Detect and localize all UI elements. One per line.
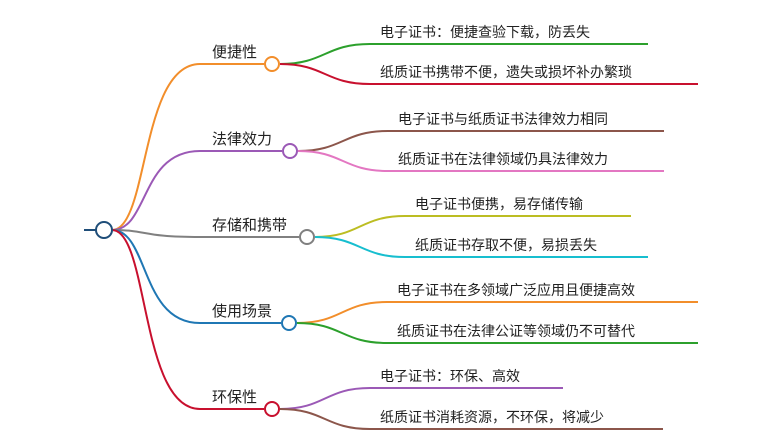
branch-edge xyxy=(111,229,264,410)
branch-node[interactable] xyxy=(264,401,280,417)
edges-layer xyxy=(84,43,698,430)
branch-label: 法律效力 xyxy=(212,130,272,148)
leaf-edge xyxy=(279,387,563,410)
labels-layer: 便捷性 电子证书：便捷查验下载，防丢失纸质证书携带不便，遗失或损坏补办繁琐法律效力… xyxy=(212,25,635,426)
leaf-label: 纸质证书携带不便，遗失或损坏补办繁琐 xyxy=(380,64,632,81)
branch-edge xyxy=(111,229,281,324)
leaf-edge xyxy=(296,322,698,344)
leaf-edge xyxy=(314,236,648,258)
branch-node[interactable] xyxy=(264,56,280,72)
leaf-edge xyxy=(297,130,664,152)
leaf-label: 电子证书：便捷查验下载，防丢失 xyxy=(380,25,590,41)
branch-edge xyxy=(111,63,264,231)
leaf-label: 电子证书与纸质证书法律效力相同 xyxy=(398,112,608,128)
branch-edge xyxy=(111,150,282,231)
branch-label: 便捷性 xyxy=(212,43,257,61)
branch-label: 使用场景 xyxy=(212,302,272,320)
branch-node[interactable] xyxy=(299,229,315,245)
leaf-edge xyxy=(279,408,663,430)
leaf-label: 纸质证书存取不便，易损丢失 xyxy=(415,238,597,254)
leaf-label: 纸质证书消耗资源，不环保，将减少 xyxy=(380,410,604,426)
leaf-label: 电子证书在多领域广泛应用且便捷高效 xyxy=(397,282,635,299)
branch-label: 环保性 xyxy=(212,388,257,406)
branch-label: 存储和携带 xyxy=(212,216,287,234)
branch-node[interactable] xyxy=(281,315,297,331)
leaf-label: 电子证书：环保、高效 xyxy=(380,368,520,385)
root-node[interactable] xyxy=(95,221,113,239)
leaf-edge xyxy=(297,150,664,172)
leaf-label: 纸质证书在法律公证等领域仍不可替代 xyxy=(397,323,635,340)
nodes-layer xyxy=(95,56,315,417)
leaf-edge xyxy=(279,63,698,85)
leaf-edge xyxy=(296,301,698,324)
leaf-label: 纸质证书在法律领域仍具法律效力 xyxy=(398,152,608,168)
leaf-edge xyxy=(279,43,648,65)
leaf-label: 电子证书便携，易存储传输 xyxy=(415,197,583,213)
leaf-edge xyxy=(314,215,631,238)
branch-node[interactable] xyxy=(282,143,298,159)
branch-edge xyxy=(111,229,299,238)
